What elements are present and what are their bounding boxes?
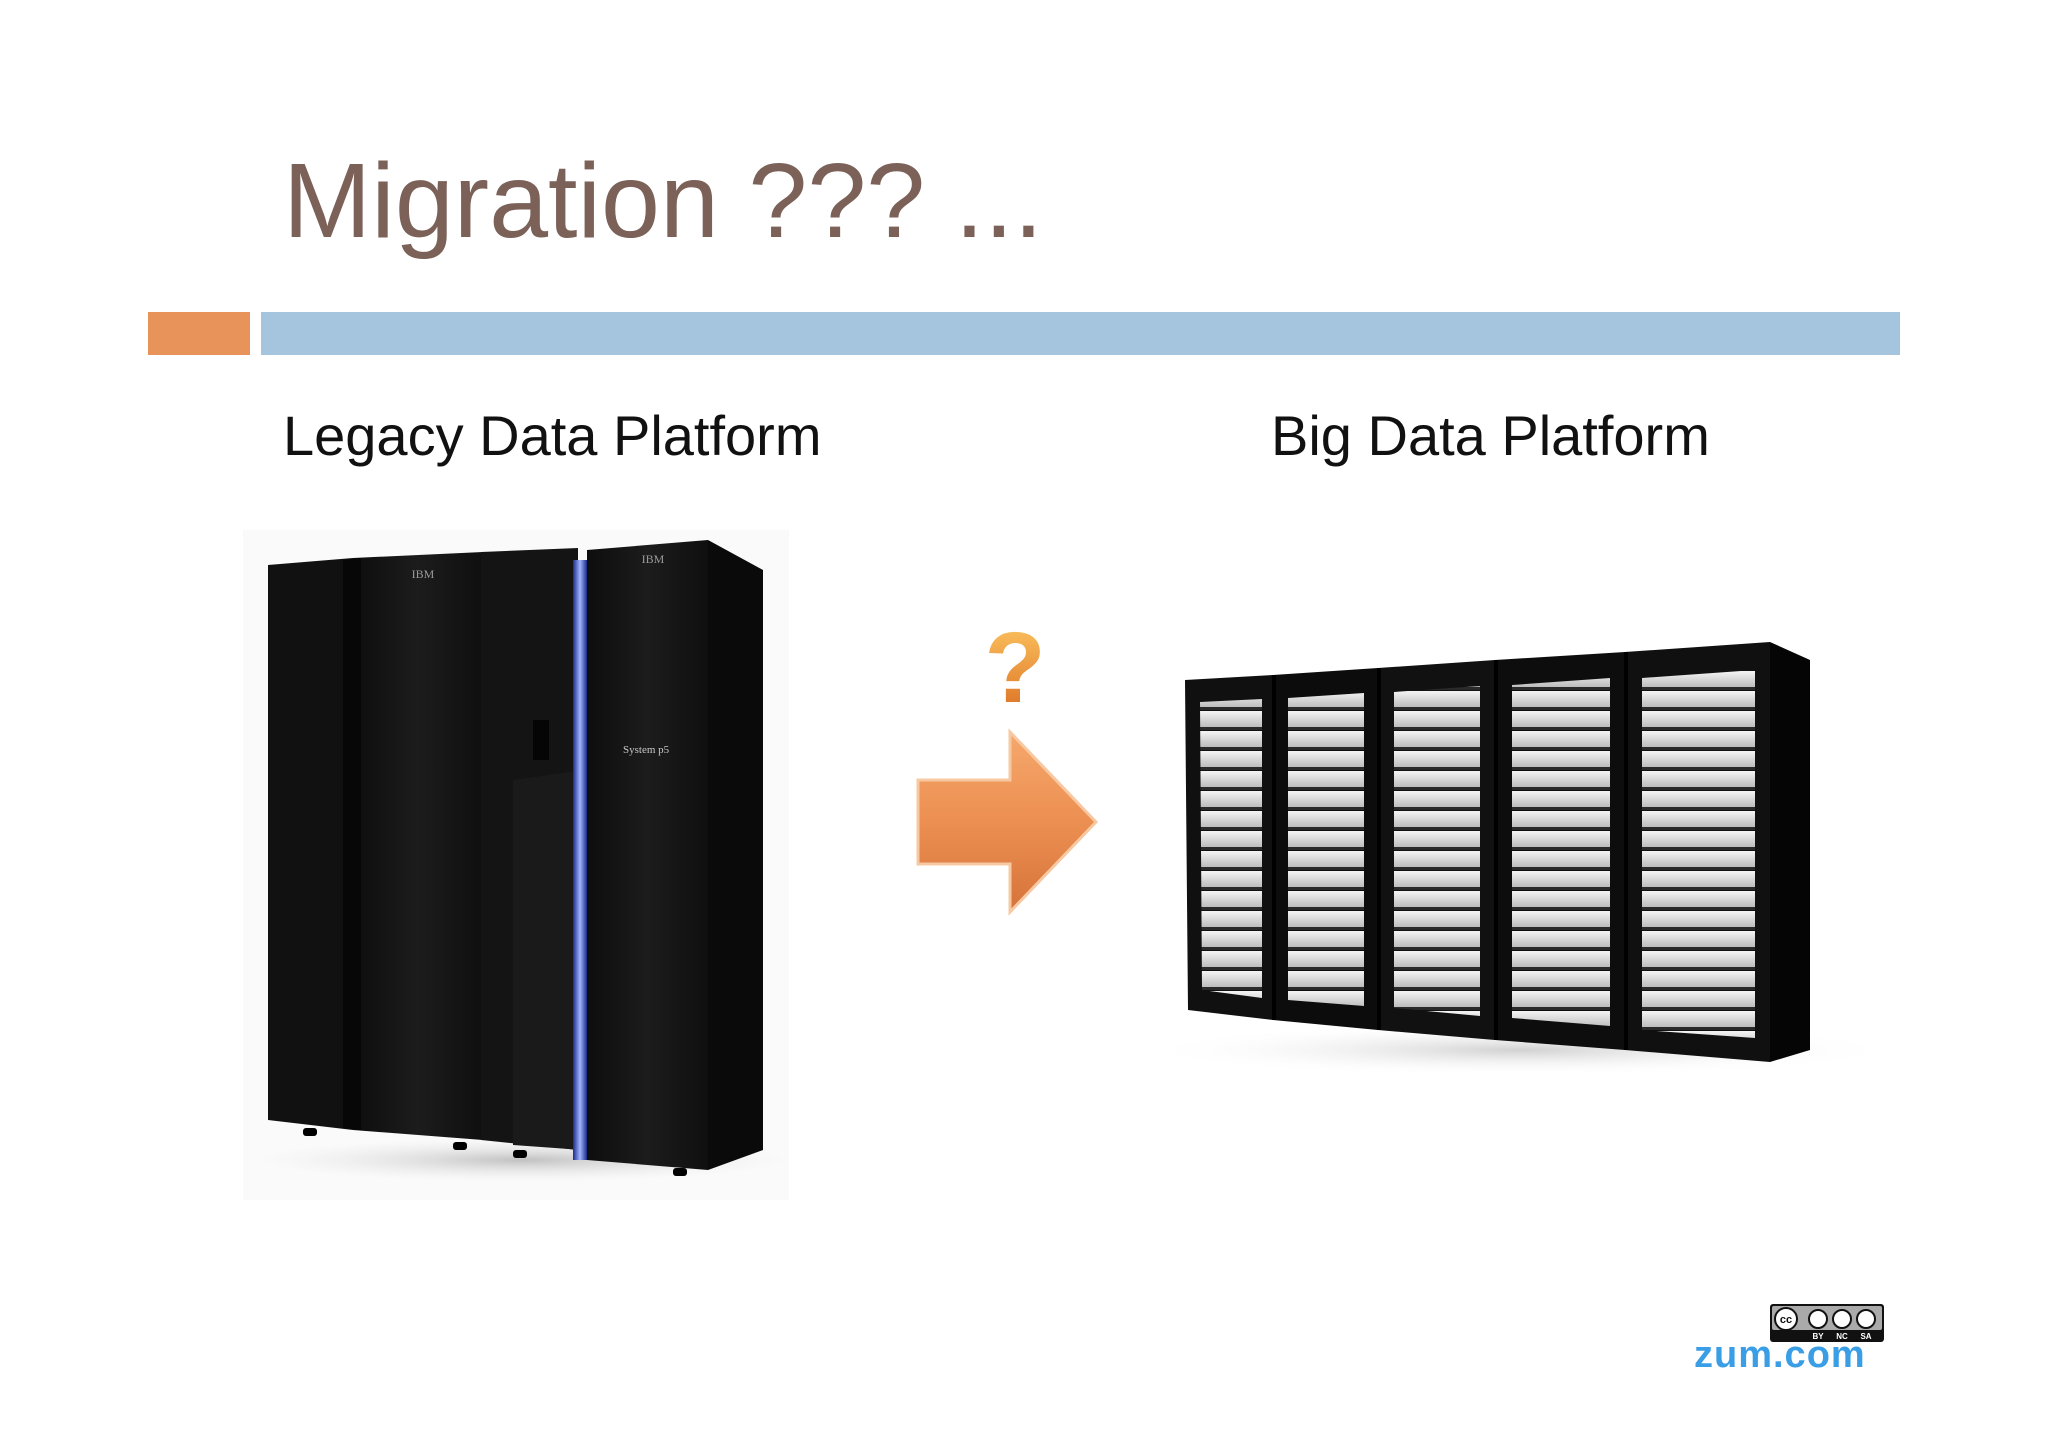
ibm-logo-left: IBM [412,567,435,581]
slide-title: Migration ??? ... [283,142,1044,260]
mainframe-image: IBM IBM System p5 [243,530,793,1200]
mainframe-illustration: IBM IBM System p5 [253,540,793,1182]
cc-glyph: cc [1780,1314,1792,1326]
creative-commons-icon: cc BY NC SA [1770,1304,1884,1342]
cc-sa-label: SA [1860,1332,1871,1341]
title-divider-bar [261,312,1900,355]
cc-nc-label: NC [1836,1332,1848,1341]
brand-logo: zum.com [1694,1334,1866,1376]
server-racks-illustration [1140,642,1900,1076]
server-racks-image [1120,610,1900,1080]
question-mark-glyph: ? [984,612,1045,720]
ibm-logo-right: IBM [642,552,665,566]
cc-by-label: BY [1812,1332,1824,1341]
question-icon: ? [982,610,1048,720]
legacy-platform-label: Legacy Data Platform [283,404,822,467]
system-p5-label: System p5 [623,744,670,756]
big-data-platform-label: Big Data Platform [1271,404,1710,467]
title-accent-bar [148,312,250,355]
right-arrow-icon [916,728,1099,916]
